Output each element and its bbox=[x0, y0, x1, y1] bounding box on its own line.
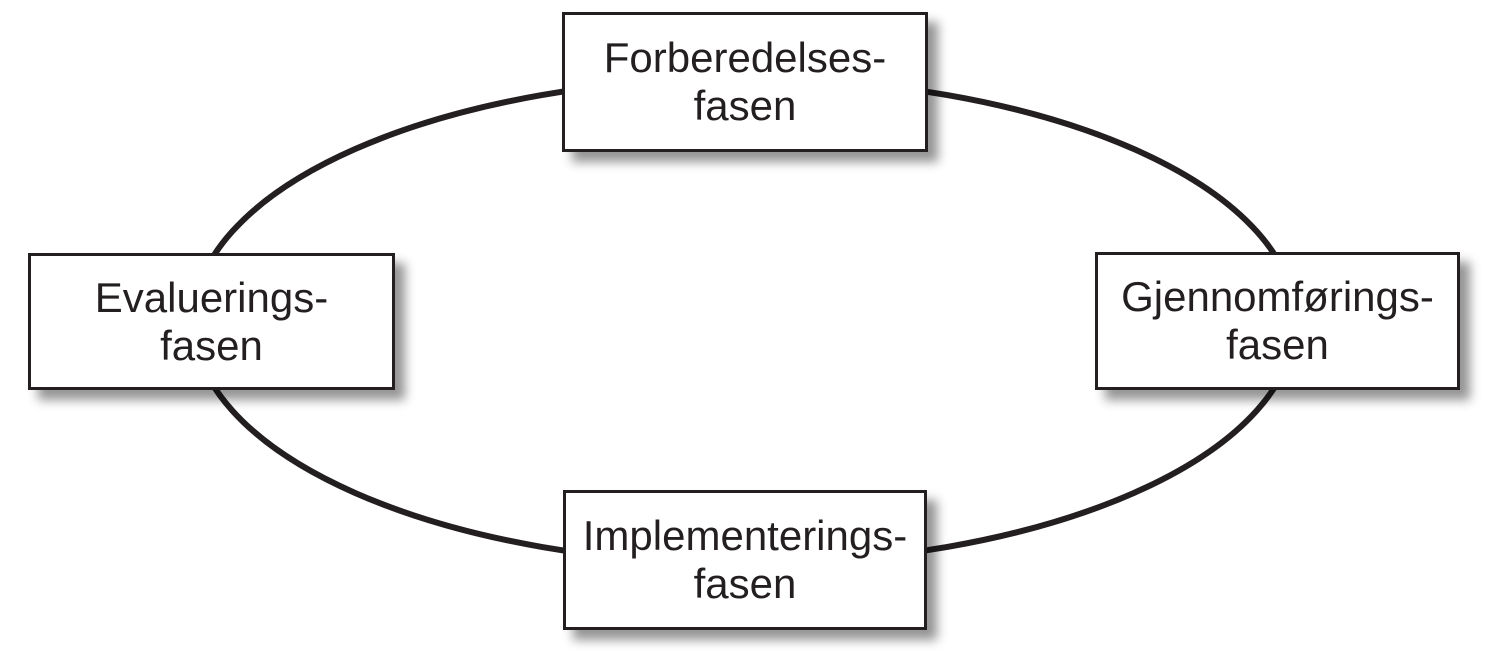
phase-label: Implementerings- bbox=[582, 512, 908, 559]
phase-label: fasen bbox=[160, 321, 263, 369]
phase-label: Evaluerings- bbox=[94, 273, 329, 321]
phase-box-forberedelsesfasen: Forberedelses- fasen bbox=[562, 12, 928, 152]
phase-box-implementeringsfasen: Implementerings- fasen bbox=[563, 490, 927, 630]
phase-box-evalueringsfasen: Evaluerings- fasen bbox=[28, 253, 395, 390]
phase-label: Gjennomførings- bbox=[1121, 273, 1434, 320]
phase-box-gjennomforingsfasen: Gjennomførings- fasen bbox=[1095, 252, 1460, 390]
phase-label: Forberedelses- bbox=[603, 34, 887, 81]
phase-label: fasen bbox=[693, 560, 797, 607]
phase-label: fasen bbox=[693, 82, 797, 129]
phase-label: fasen bbox=[1226, 321, 1329, 368]
